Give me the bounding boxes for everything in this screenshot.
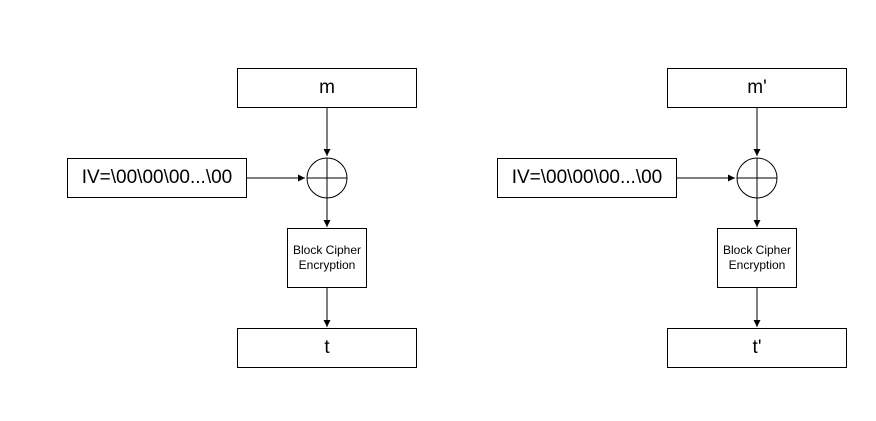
right-connectors — [677, 108, 778, 327]
tag-box: t' — [667, 328, 847, 368]
message-box: m — [237, 68, 417, 108]
message-label: m — [319, 77, 335, 98]
iv-label: IV=\00\00\00...\00 — [81, 167, 233, 188]
block-cipher-box: Block Cipher Encryption — [287, 228, 367, 288]
iv-label: IV=\00\00\00...\00 — [511, 167, 663, 188]
left-connectors — [247, 108, 348, 327]
iv-box: IV=\00\00\00...\00 — [497, 158, 677, 198]
cipher-label-line2: Encryption — [728, 258, 786, 272]
message-label: m' — [747, 77, 767, 98]
cipher-label-line2: Encryption — [298, 258, 356, 272]
cipher-label-line1: Block Cipher — [722, 243, 792, 257]
tag-label: t' — [752, 337, 762, 358]
block-cipher-box: Block Cipher Encryption — [717, 228, 797, 288]
tag-box: t — [237, 328, 417, 368]
iv-box: IV=\00\00\00...\00 — [67, 158, 247, 198]
tag-label: t — [324, 337, 330, 358]
cipher-label-line1: Block Cipher — [292, 243, 362, 257]
message-box: m' — [667, 68, 847, 108]
